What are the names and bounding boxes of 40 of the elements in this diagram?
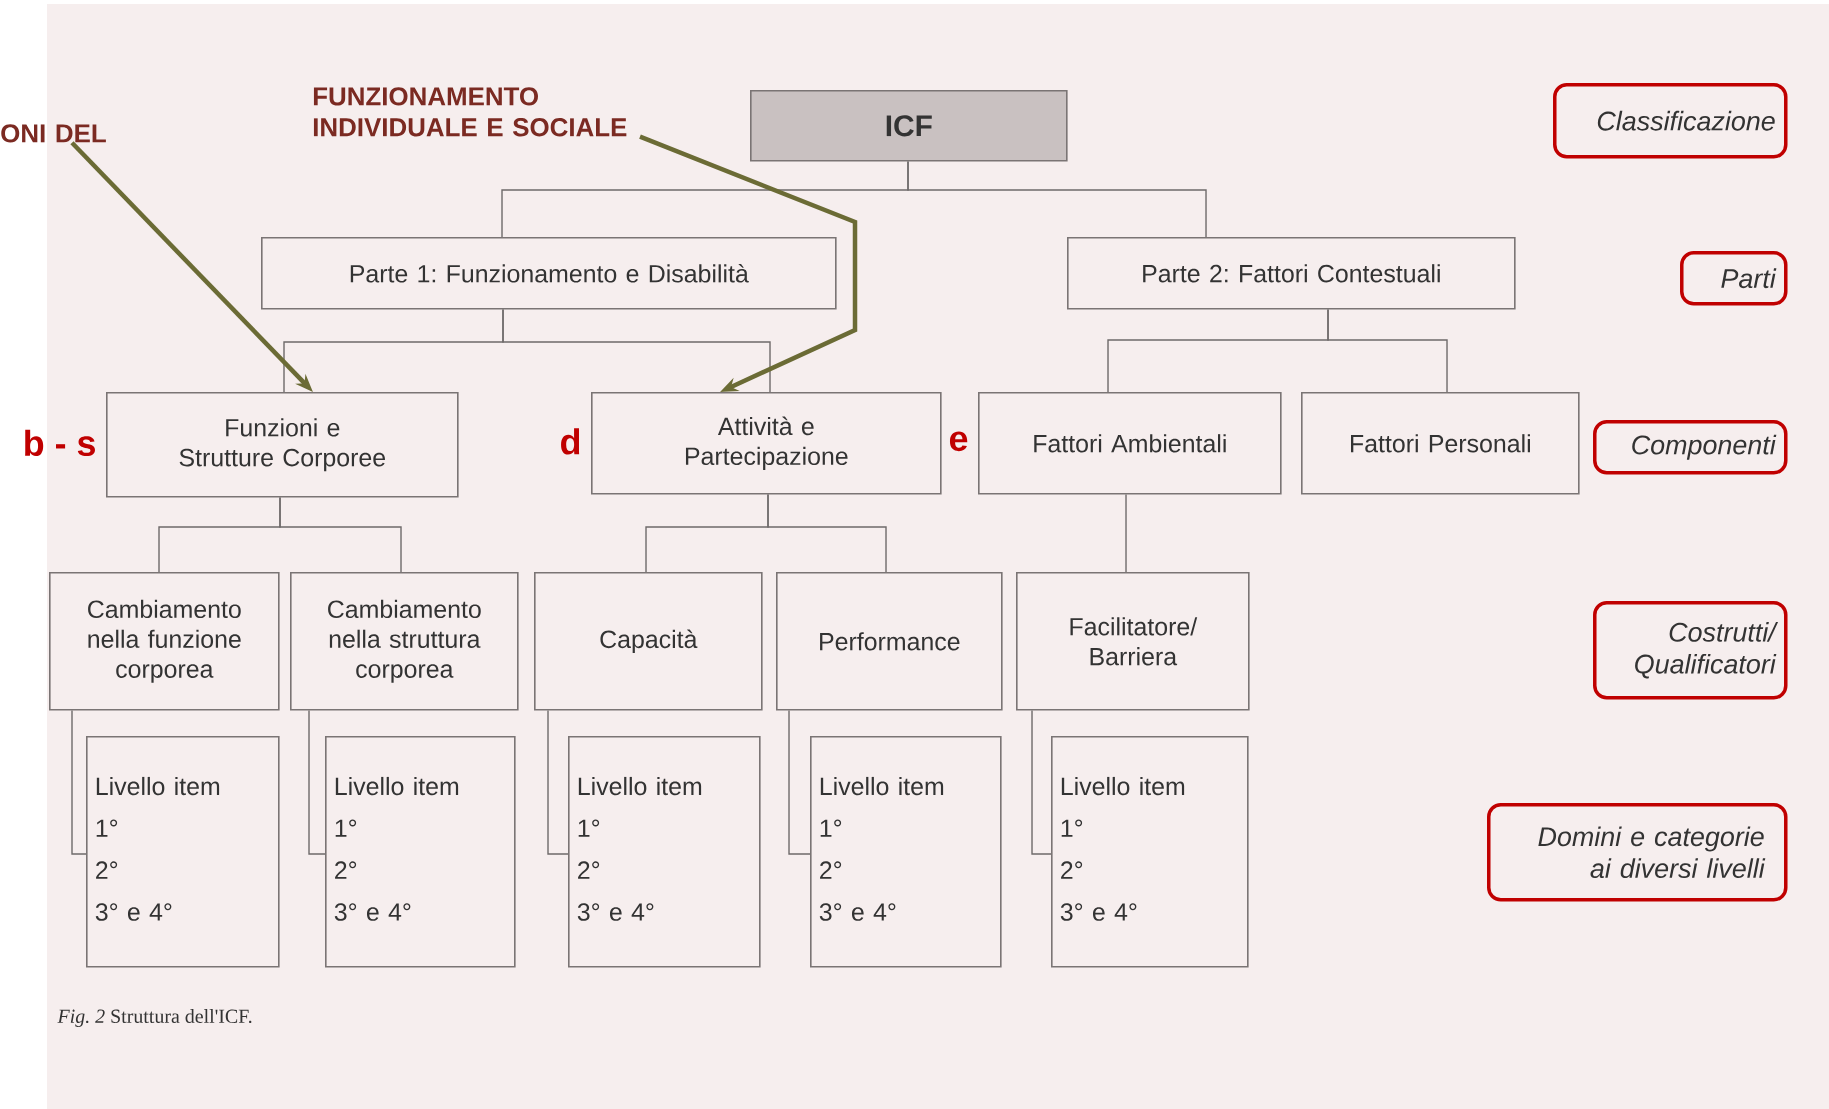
annotation-text: FUNZIONAMENTO INDIVIDUALE E SOCIALE: [313, 87, 627, 137]
level-list-box: Livello item 1° 2° 3° e 4°: [1051, 736, 1249, 968]
connector-line: [547, 709, 569, 855]
connector-line: [907, 160, 1207, 238]
component-letter: e: [949, 431, 968, 452]
level-list-box: Livello item 1° 2° 3° e 4°: [325, 736, 516, 968]
root-box: ICF: [750, 90, 1068, 162]
category-box: Parte 1: Funzionamento e Disabilità: [261, 237, 837, 310]
category-box: Cambiamento nella struttura corporea: [290, 572, 519, 711]
level-list-box: Livello item 1° 2° 3° e 4°: [810, 736, 1002, 968]
connector-line: [1031, 709, 1052, 855]
category-box: Funzioni e Strutture Corporee: [106, 392, 459, 498]
category-box: Fattori Ambientali: [978, 392, 1282, 495]
connector-line: [71, 709, 87, 855]
annotation-text: ONI DEL: [1, 124, 106, 143]
category-box: Parte 2: Fattori Contestuali: [1067, 237, 1516, 310]
level-tag-box: Domini e categorie ai diversi livelli: [1487, 803, 1788, 902]
arrow: [639, 134, 858, 392]
level-tag-box: Costrutti/ Qualificatori: [1593, 601, 1788, 700]
level-tag-box: Componenti: [1593, 420, 1788, 475]
category-box: Fattori Personali: [1301, 392, 1580, 495]
figure-caption: Fig. 2 Struttura dell'ICF.: [57, 1009, 252, 1028]
component-letter: d: [561, 428, 580, 455]
category-box: Facilitatore/ Barriera: [1016, 572, 1250, 711]
category-box: Attività e Partecipazione: [591, 392, 942, 495]
level-tag-box: Parti: [1680, 251, 1788, 306]
connector-line: [1125, 493, 1127, 573]
level-list-box: Livello item 1° 2° 3° e 4°: [86, 736, 280, 968]
connector-line: [308, 709, 326, 855]
connector-line: [788, 709, 811, 855]
connector-line: [502, 308, 771, 393]
connector-line: [1327, 308, 1448, 393]
connector-line: [279, 496, 402, 573]
category-box: Capacità: [534, 572, 763, 711]
level-list-box: Livello item 1° 2° 3° e 4°: [568, 736, 761, 968]
connector-line: [767, 493, 887, 573]
category-box: Cambiamento nella funzione corporea: [49, 572, 280, 711]
component-letter: b - s: [25, 429, 95, 456]
level-tag-box: Classificazione: [1553, 83, 1788, 159]
category-box: Performance: [776, 572, 1003, 711]
